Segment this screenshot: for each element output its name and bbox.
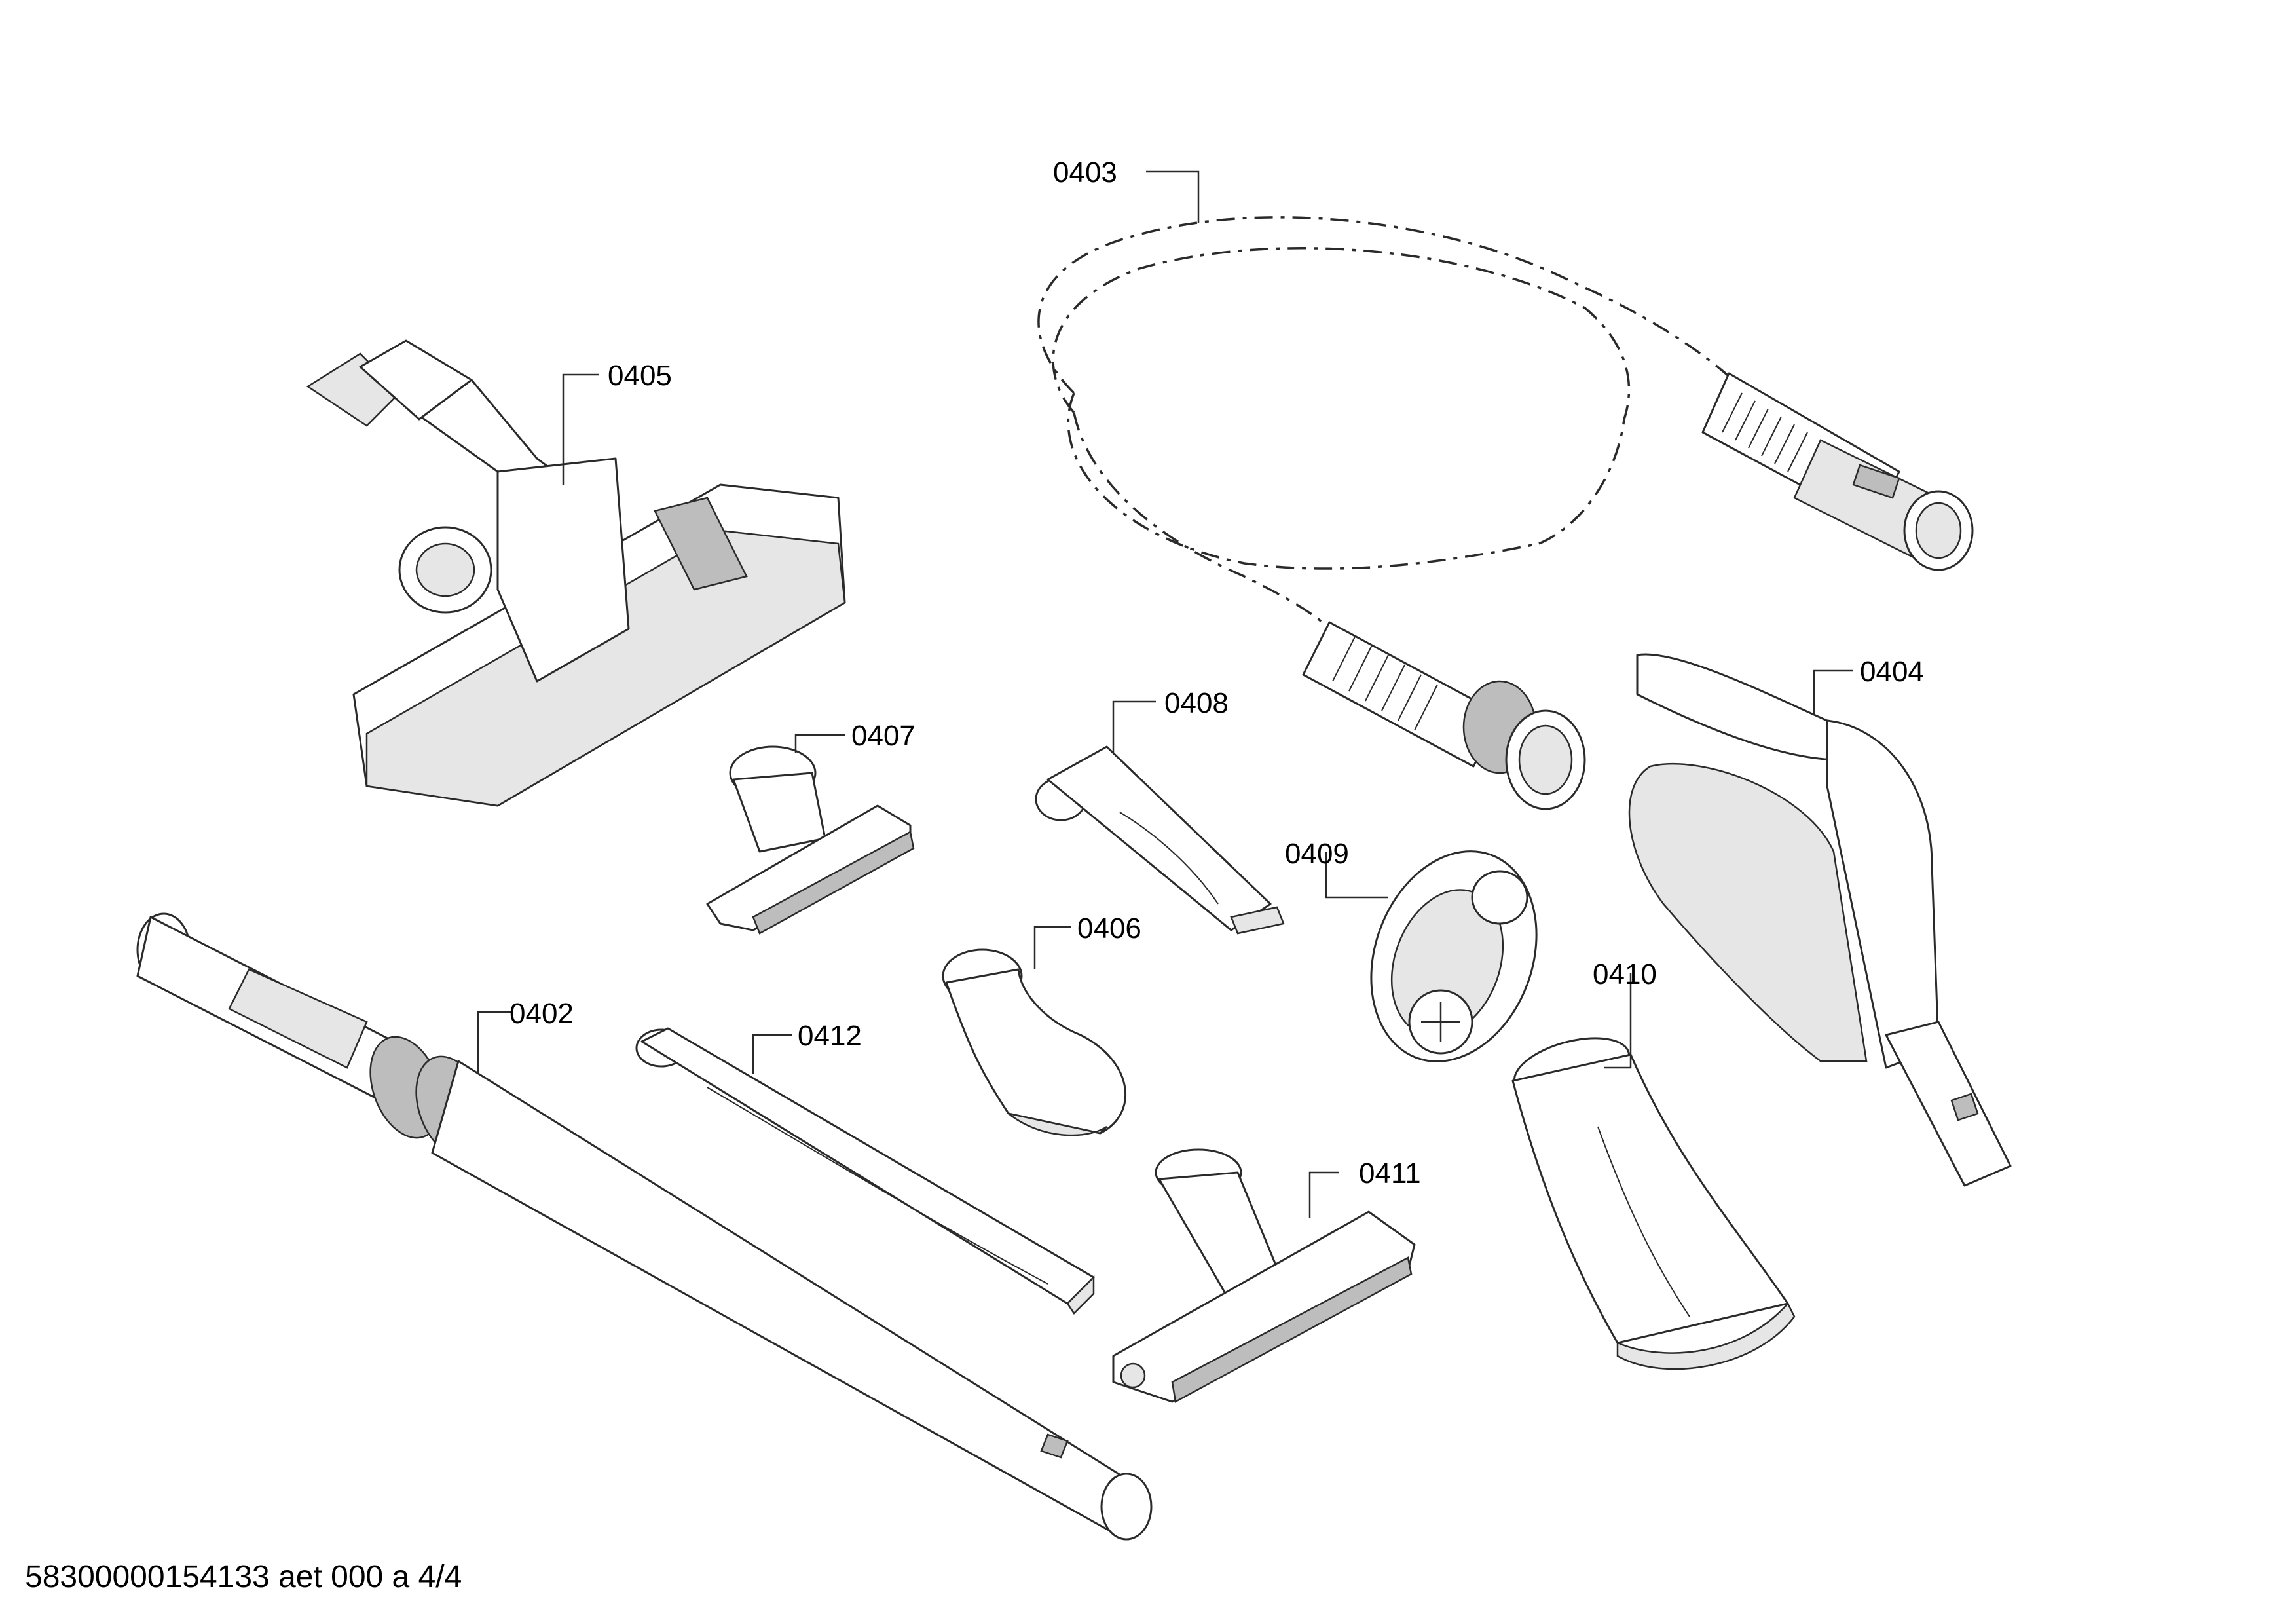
label-0411: 0411 [1359,1157,1421,1190]
part-0405-floor-nozzle[interactable] [306,339,846,807]
label-0404: 0404 [1860,656,1924,688]
label-0405: 0405 [608,360,672,392]
part-0403-hose[interactable] [1037,216,1974,810]
part-0411-floor-tool[interactable] [1112,1148,1416,1403]
part-0407-upholstery-nozzle[interactable] [706,745,915,935]
label-0403: 0403 [1053,157,1117,189]
label-0412: 0412 [798,1020,862,1052]
label-0408: 0408 [1164,687,1229,719]
part-0409-adapter[interactable] [1343,828,1565,1085]
label-0409: 0409 [1285,838,1349,870]
callout-labels: 0403 0405 0404 0407 0408 0409 0406 0410 … [509,157,1924,1190]
label-0410: 0410 [1593,958,1657,990]
part-0412-extension-tube[interactable] [635,1027,1095,1315]
label-0406: 0406 [1077,912,1141,945]
part-0406-round-nozzle[interactable] [942,948,1127,1136]
document-code: 58300000154133 aet 000 a 4/4 [25,1560,462,1594]
part-0404-handle[interactable] [1628,653,2012,1187]
part-0408-crevice-tool[interactable] [1035,745,1285,935]
leader-lines [477,170,1853,1218]
label-0407: 0407 [851,720,916,752]
part-0402-telescopic-tube[interactable] [136,912,1153,1541]
part-0410-wide-nozzle[interactable] [1508,1027,1796,1370]
label-0402: 0402 [509,998,574,1030]
